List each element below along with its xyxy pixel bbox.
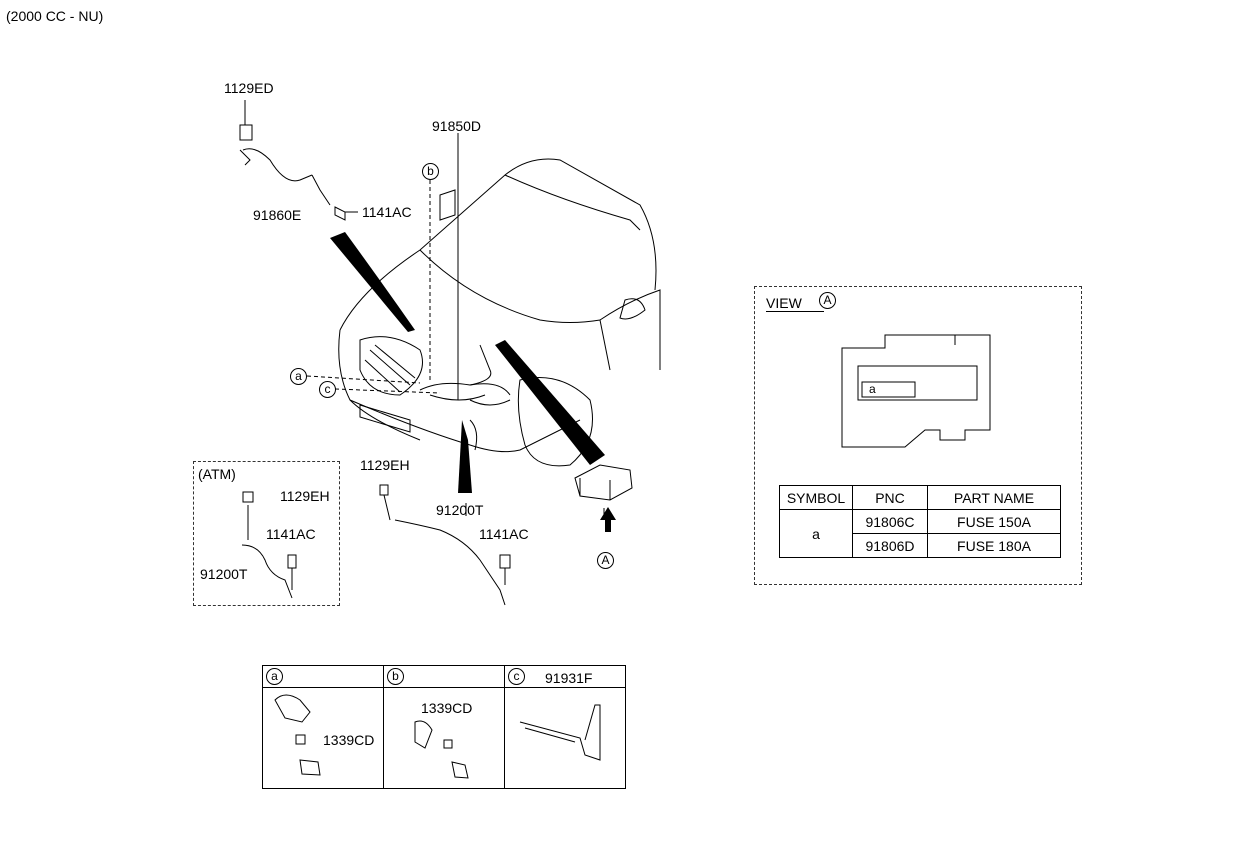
detail-b-part-label: 1339CD: [421, 700, 473, 716]
view-a-panel: [754, 286, 1082, 585]
callout-c: c: [319, 381, 336, 398]
part-label-1129EH: 1129EH: [360, 457, 410, 473]
view-title: VIEW: [766, 295, 824, 312]
atm-part-label-91200T: 91200T: [200, 566, 248, 582]
cell-part-name: FUSE 180A: [927, 533, 1061, 558]
atm-part-label-1141AC: 1141AC: [266, 526, 316, 542]
detail-a-part-label: 1339CD: [323, 732, 375, 748]
header-symbol: SYMBOL: [779, 485, 853, 510]
part-label-1141AC: 1141AC: [479, 526, 529, 542]
part-label-91860E: 91860E: [253, 207, 302, 223]
cell-part-name: FUSE 150A: [927, 509, 1061, 534]
detail-c-part-label: 91931F: [545, 670, 593, 686]
detail-panel-header-rule: [262, 687, 625, 688]
cell-pnc: 91806D: [852, 533, 928, 558]
atm-label: (ATM): [198, 466, 236, 482]
view-title-circle: A: [819, 292, 836, 309]
detail-divider-1: [383, 665, 384, 788]
table-row: 91806D FUSE 180A: [780, 533, 1061, 558]
detail-callout-b: b: [387, 668, 404, 685]
detail-callout-a: a: [266, 668, 283, 685]
fuse-symbol-label: a: [869, 382, 876, 396]
callout-b: b: [422, 163, 439, 180]
detail-divider-2: [504, 665, 505, 788]
view-callout-A: A: [597, 552, 614, 569]
table-row: a 91806C FUSE 150A: [779, 509, 1061, 558]
engine-spec-label: (2000 CC - NU): [6, 8, 104, 24]
atm-part-label-1129EH: 1129EH: [280, 488, 330, 504]
callout-a: a: [290, 368, 307, 385]
part-label-1141AC-top: 1141AC: [362, 204, 412, 220]
cell-symbol: a: [779, 509, 853, 558]
cell-pnc: 91806C: [852, 509, 928, 534]
parts-table: SYMBOL PNC PART NAME a 91806C FUSE 150A …: [779, 485, 1061, 558]
detail-callout-c: c: [508, 668, 525, 685]
part-label-91200T: 91200T: [436, 502, 484, 518]
part-label-1129ED: 1129ED: [224, 80, 274, 96]
atm-box: [193, 461, 340, 606]
header-part-name: PART NAME: [927, 485, 1061, 510]
detail-panel: [262, 665, 626, 789]
header-pnc: PNC: [852, 485, 928, 510]
part-label-91850D: 91850D: [432, 118, 482, 134]
